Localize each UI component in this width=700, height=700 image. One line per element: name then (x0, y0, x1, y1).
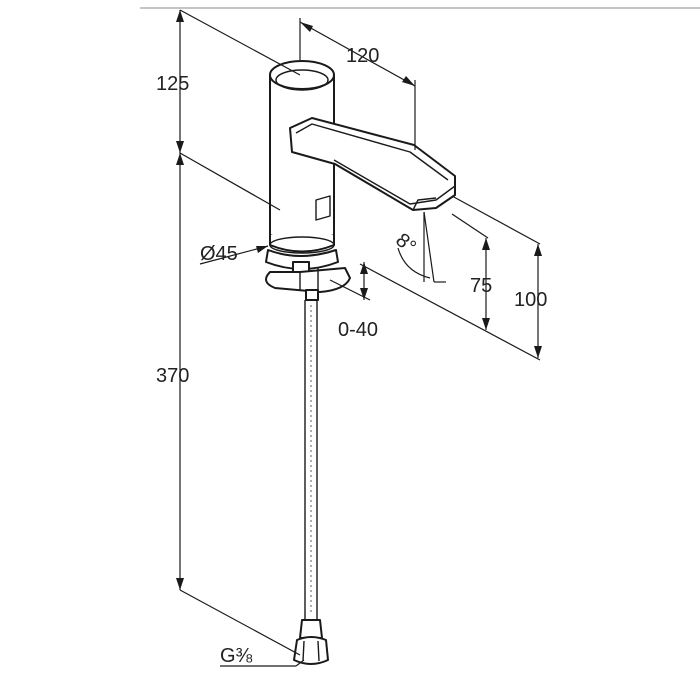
dimension-deck-thickness: 0-40 (329, 262, 378, 341)
dimension-label-angle: 8° (391, 229, 420, 258)
dimension-label-370: 370 (156, 365, 189, 387)
dimension-label-120: 120 (346, 45, 379, 67)
dimension-label-125: 125 (156, 73, 189, 95)
dimension-label-deck: 0-40 (338, 319, 378, 341)
dimension-label-75: 75 (470, 275, 492, 297)
dimension-label-100: 100 (514, 289, 547, 311)
dimension-spray-angle: 8° (391, 211, 446, 283)
dimension-vertical-left: 125 370 (156, 9, 301, 656)
dimension-diameter: Ø45 (199, 243, 269, 265)
dimension-outlet-height: 75 100 (359, 195, 547, 361)
dimension-label-thread: G⅜ (220, 645, 253, 667)
faucet-body (265, 60, 456, 665)
dimension-label-diameter: Ø45 (200, 243, 238, 265)
dimension-spout-length: 120 (299, 18, 416, 150)
dimension-thread: G⅜ (220, 645, 305, 667)
